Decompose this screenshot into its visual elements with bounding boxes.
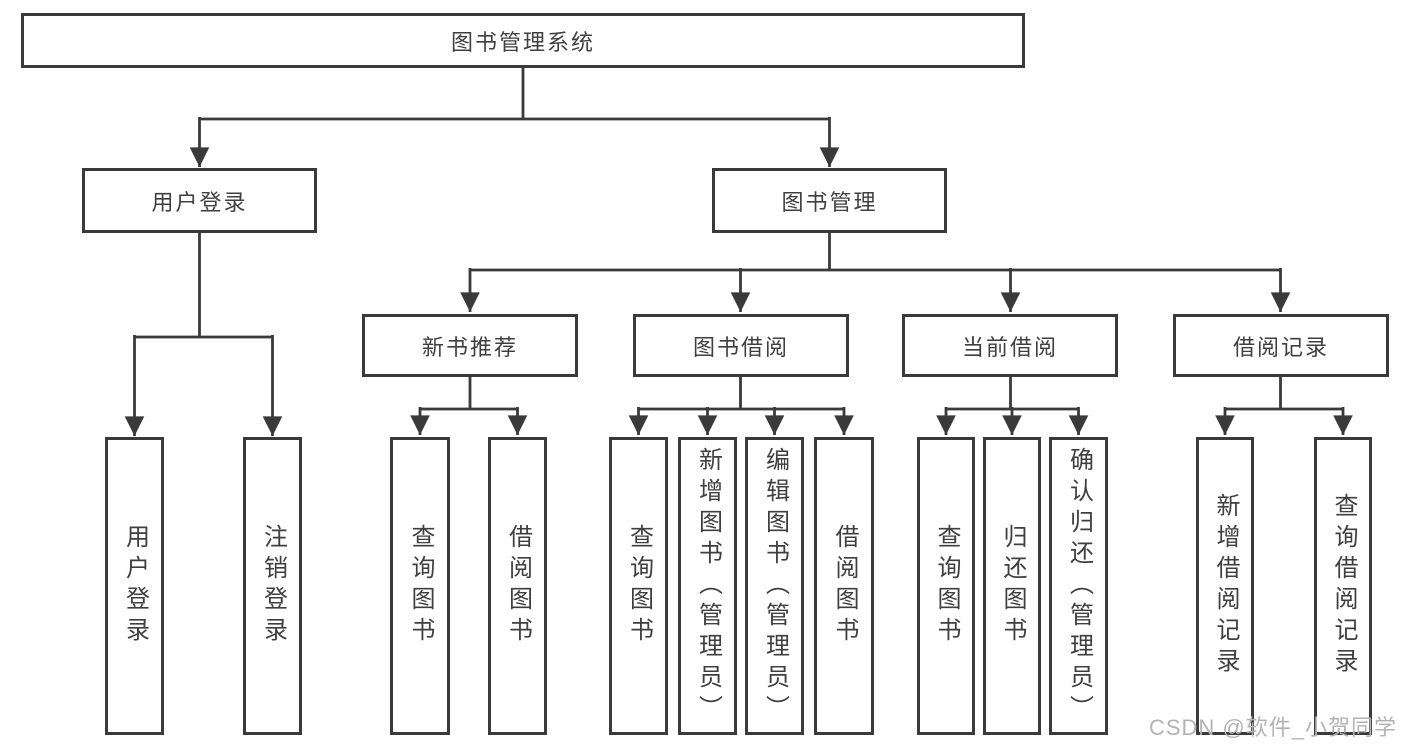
connector-new-book-trunk [420, 377, 518, 411]
leaf-query-books-current: 查询图书 [917, 437, 975, 735]
leaf-confirm-return-admin: 确认归还（管理员） [1049, 437, 1108, 735]
node-label: 注销登录 [259, 524, 287, 648]
leaf-return-books: 归还图书 [983, 437, 1041, 735]
node-label: 查询图书 [407, 524, 434, 648]
leaf-user-login: 用户登录 [105, 437, 164, 735]
leaf-logout: 注销登录 [243, 437, 302, 735]
node-label: 新增图书（管理员） [694, 446, 722, 726]
connector-borrow-record-trunk [1225, 377, 1343, 411]
node-user-login: 用户登录 [82, 168, 317, 233]
node-label: 借阅图书 [504, 524, 532, 648]
node-book-borrowing: 图书借阅 [633, 314, 849, 377]
node-book-management: 图书管理 [712, 168, 947, 233]
node-label: 确认归还（管理员） [1065, 446, 1093, 726]
node-borrowing-records: 借阅记录 [1173, 314, 1389, 377]
node-label: 图书借阅 [692, 334, 789, 360]
leaf-borrow-books-recommend: 借阅图书 [488, 437, 547, 735]
csdn-watermark: CSDN @软件_小贺同学 [1148, 715, 1397, 740]
connector-book-mgmt-trunk [470, 233, 1281, 272]
node-label: 用户登录 [121, 524, 149, 648]
leaf-borrow-books: 借阅图书 [814, 437, 874, 735]
leaf-query-books-borrowing: 查询图书 [609, 437, 668, 735]
node-label: 查询借阅记录 [1330, 493, 1357, 679]
connector-root-trunk [199, 68, 830, 121]
leaf-edit-books-admin: 编辑图书（管理员） [745, 437, 804, 735]
leaf-add-borrow-record: 新增借阅记录 [1196, 437, 1254, 735]
node-current-borrowing: 当前借阅 [902, 314, 1118, 377]
leaf-query-books-recommend: 查询图书 [390, 437, 450, 735]
node-label: 新增借阅记录 [1212, 493, 1239, 679]
node-label: 用户登录 [151, 189, 248, 215]
node-new-book-recommendation: 新书推荐 [362, 314, 578, 377]
node-label: 当前借阅 [961, 334, 1058, 360]
node-label: 借阅图书 [831, 524, 858, 648]
connector-current-borrow-trunk [946, 377, 1079, 411]
leaf-add-books-admin: 新增图书（管理员） [678, 437, 737, 735]
node-label: 归还图书 [999, 524, 1026, 648]
node-library-management-system: 图书管理系统 [21, 13, 1025, 68]
node-label: 编辑图书（管理员） [761, 446, 789, 726]
connector-book-borrow-trunk [638, 377, 844, 411]
node-label: 新书推荐 [421, 334, 518, 360]
node-label: 图书管理 [781, 189, 878, 215]
connector-user-login-trunk [134, 233, 273, 339]
leaf-query-borrow-record: 查询借阅记录 [1314, 437, 1372, 735]
node-label: 借阅记录 [1232, 334, 1329, 360]
node-label: 查询图书 [625, 524, 653, 648]
node-label: 查询图书 [933, 524, 960, 648]
node-label: 图书管理系统 [450, 29, 595, 55]
